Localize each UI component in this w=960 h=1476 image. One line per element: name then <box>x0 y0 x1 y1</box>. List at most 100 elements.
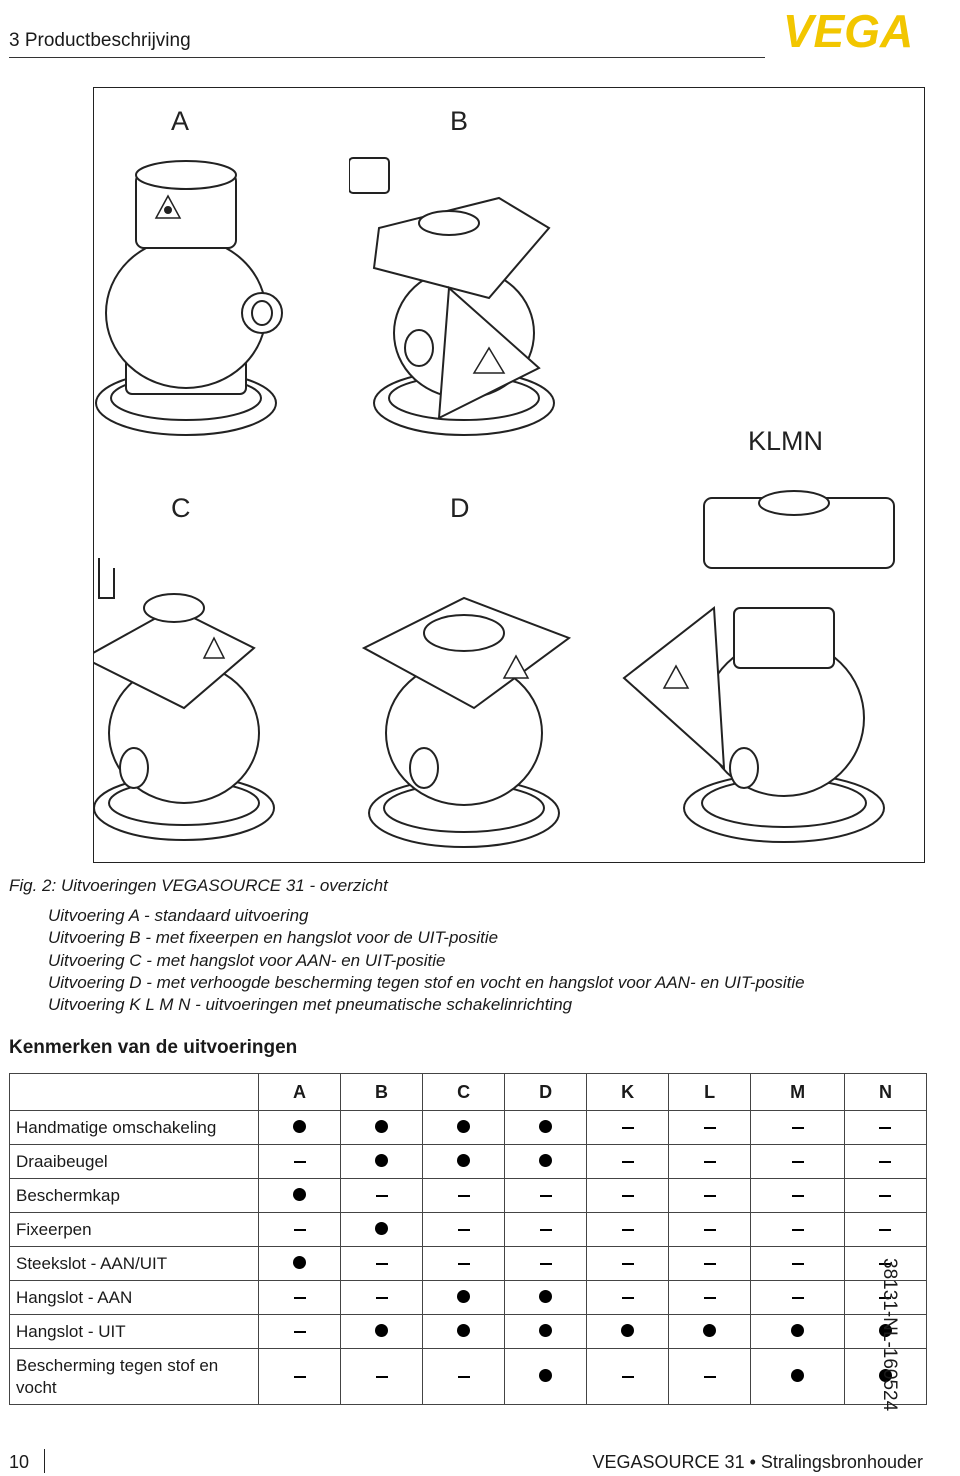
dash-icon <box>703 1127 716 1129</box>
dash-icon <box>621 1297 634 1299</box>
filled-dot-icon <box>457 1119 471 1133</box>
col-header: M <box>750 1073 845 1111</box>
device-d-drawing <box>361 596 572 848</box>
feature-cell <box>422 1110 506 1145</box>
dash-icon <box>457 1263 470 1265</box>
features-header-empty <box>9 1073 259 1111</box>
feature-cell <box>750 1144 845 1179</box>
feature-cell <box>668 1246 752 1281</box>
page-number: 10 <box>9 1452 30 1472</box>
filled-dot-icon <box>791 1323 805 1337</box>
feature-cell <box>422 1212 506 1247</box>
feature-cell <box>843 1314 928 1349</box>
dash-icon <box>791 1297 804 1299</box>
vega-logo: VEGA <box>783 7 913 53</box>
filled-dot-icon <box>375 1323 389 1337</box>
feature-cell <box>422 1246 506 1281</box>
feature-cell <box>843 1110 928 1145</box>
feature-cell <box>257 1178 342 1213</box>
feature-cell <box>586 1178 670 1213</box>
dash-icon <box>621 1127 634 1129</box>
figure-label-klmn: KLMN <box>748 426 824 456</box>
dash-icon <box>879 1127 892 1129</box>
feature-cell <box>422 1144 506 1179</box>
feature-cell <box>257 1110 342 1145</box>
dash-icon <box>457 1376 470 1378</box>
feature-cell <box>843 1348 928 1405</box>
feature-label: Draaibeugel <box>9 1144 259 1179</box>
dash-icon <box>791 1229 804 1231</box>
feature-cell <box>257 1144 342 1179</box>
feature-cell <box>340 1280 424 1315</box>
figure-label-d: D <box>450 493 470 523</box>
dash-icon <box>621 1263 634 1265</box>
feature-cell <box>750 1178 845 1213</box>
variant-line-b: Uitvoering B - met fixeerpen en hangslot… <box>48 928 499 947</box>
device-klmn-drawing <box>622 490 895 843</box>
dash-icon <box>879 1297 892 1299</box>
dash-icon <box>879 1161 892 1163</box>
feature-cell <box>504 1246 588 1281</box>
device-c-drawing <box>94 558 275 841</box>
feature-cell <box>843 1212 928 1247</box>
feature-cell <box>504 1110 588 1145</box>
variant-line-c: Uitvoering C - met hangslot voor AAN- en… <box>48 951 446 970</box>
feature-cell <box>504 1144 588 1179</box>
dash-icon <box>293 1229 306 1231</box>
feature-cell <box>668 1178 752 1213</box>
filled-dot-icon <box>293 1119 307 1133</box>
feature-cell <box>422 1280 506 1315</box>
filled-dot-icon <box>539 1323 553 1337</box>
features-row: Steekslot - AAN/UIT <box>9 1246 928 1281</box>
variant-line-d: Uitvoering D - met verhoogde bescherming… <box>48 973 805 992</box>
variant-line-klmn: Uitvoering K L M N - uitvoeringen met pn… <box>48 995 573 1014</box>
feature-cell <box>340 1110 424 1145</box>
feature-cell <box>843 1178 928 1213</box>
feature-cell <box>257 1348 342 1405</box>
feature-cell <box>668 1144 752 1179</box>
feature-cell <box>586 1314 670 1349</box>
feature-label: Fixeerpen <box>9 1212 259 1247</box>
filled-dot-icon <box>539 1368 553 1382</box>
dash-icon <box>293 1161 306 1163</box>
feature-cell <box>843 1144 928 1179</box>
filled-dot-icon <box>878 1368 892 1382</box>
feature-label: Hangslot - AAN <box>9 1280 259 1315</box>
dash-icon <box>293 1297 306 1299</box>
figure-label-c: C <box>171 493 191 523</box>
col-header: A <box>257 1073 342 1111</box>
feature-cell <box>422 1314 506 1349</box>
feature-label: Beschermkap <box>9 1178 259 1213</box>
col-header: N <box>843 1073 928 1111</box>
feature-cell <box>340 1246 424 1281</box>
features-row: Beschermkap <box>9 1178 928 1213</box>
feature-cell <box>422 1348 506 1405</box>
dash-icon <box>293 1331 306 1333</box>
dash-icon <box>621 1195 634 1197</box>
dash-icon <box>791 1127 804 1129</box>
dash-icon <box>879 1195 892 1197</box>
filled-dot-icon <box>293 1255 307 1269</box>
feature-cell <box>586 1110 670 1145</box>
dash-icon <box>879 1263 892 1265</box>
dash-icon <box>703 1376 716 1378</box>
feature-cell <box>504 1314 588 1349</box>
feature-cell <box>504 1178 588 1213</box>
dash-icon <box>375 1195 388 1197</box>
dash-icon <box>539 1263 552 1265</box>
dash-icon <box>375 1297 388 1299</box>
filled-dot-icon <box>293 1187 307 1201</box>
header-rule <box>9 57 765 58</box>
variant-line-a: Uitvoering A - standaard uitvoering <box>48 906 309 925</box>
feature-cell <box>586 1348 670 1405</box>
col-header: D <box>504 1073 588 1111</box>
document-code: 38131-NL-160524 <box>879 1258 900 1412</box>
dash-icon <box>791 1195 804 1197</box>
feature-cell <box>257 1280 342 1315</box>
figure-caption: Fig. 2: Uitvoeringen VEGASOURCE 31 - ove… <box>9 876 388 895</box>
dash-icon <box>539 1195 552 1197</box>
feature-cell <box>257 1212 342 1247</box>
feature-cell <box>340 1212 424 1247</box>
feature-cell <box>668 1314 752 1349</box>
dash-icon <box>621 1229 634 1231</box>
